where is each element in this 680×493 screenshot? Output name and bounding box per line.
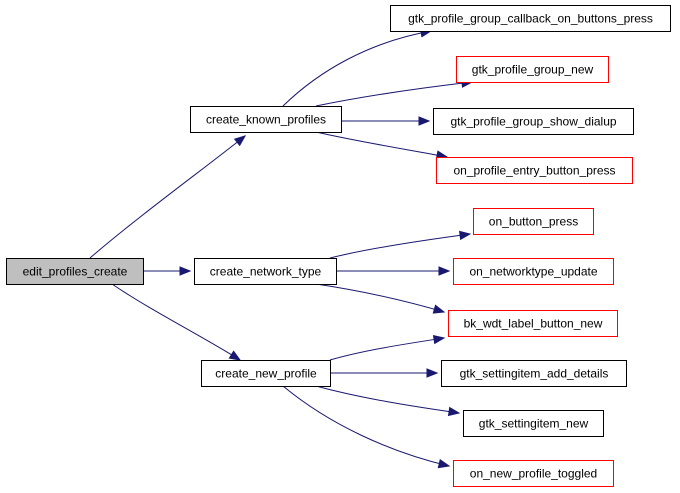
edge-create_known_profiles-to-gtk_profile_group_callback_on_buttons_press xyxy=(282,28,433,107)
node-box xyxy=(194,258,337,285)
edge-line xyxy=(315,131,448,158)
edge-arrowhead xyxy=(418,116,431,126)
edges-layer xyxy=(89,28,474,469)
node-box xyxy=(473,208,594,235)
node-box xyxy=(456,56,609,83)
node-label: create_network_type xyxy=(210,265,322,279)
node-box xyxy=(463,410,604,437)
edge-line xyxy=(282,385,450,467)
node-box xyxy=(441,360,627,387)
node-on_networktype_update[interactable]: on_networktype_update xyxy=(453,258,614,285)
node-label: on_button_press xyxy=(489,215,578,229)
node-label: create_new_profile xyxy=(215,367,317,381)
node-label: edit_profiles_create xyxy=(23,265,128,279)
node-label: gtk_settingitem_add_details xyxy=(460,367,609,381)
node-on_button_press[interactable]: on_button_press xyxy=(473,208,594,235)
edge-create_new_profile-to-gtk_settingitem_add_details xyxy=(330,368,439,378)
node-box xyxy=(433,108,634,135)
edge-create_new_profile-to-bk_wdt_label_button_new xyxy=(329,334,446,361)
node-bk_wdt_label_button_new[interactable]: bk_wdt_label_button_new xyxy=(448,310,618,337)
edge-line xyxy=(111,283,241,361)
edge-edit_profiles_create-to-create_known_profiles xyxy=(89,135,247,259)
node-label: on_profile_entry_button_press xyxy=(453,164,615,178)
edge-line xyxy=(315,385,460,414)
edge-arrowhead xyxy=(179,266,192,276)
node-gtk_profile_group_show_dialup[interactable]: gtk_profile_group_show_dialup xyxy=(433,108,634,135)
node-create_network_type[interactable]: create_network_type xyxy=(194,258,337,285)
node-label: gtk_profile_group_show_dialup xyxy=(450,115,616,129)
edge-arrowhead xyxy=(228,350,242,361)
edge-create_known_profiles-to-gtk_profile_group_show_dialup xyxy=(341,116,431,126)
node-edit_profiles_create[interactable]: edit_profiles_create xyxy=(6,258,144,285)
edge-line xyxy=(329,233,471,259)
edge-line xyxy=(89,135,246,259)
node-box xyxy=(390,5,671,32)
node-on_new_profile_toggled[interactable]: on_new_profile_toggled xyxy=(453,460,614,487)
node-box xyxy=(453,258,614,285)
node-box xyxy=(453,460,614,487)
edge-line xyxy=(315,81,473,107)
edge-edit_profiles_create-to-create_network_type xyxy=(143,266,192,276)
edge-create_known_profiles-to-on_profile_entry_button_press xyxy=(315,131,449,160)
edge-arrowhead xyxy=(426,368,439,378)
edge-edit_profiles_create-to-create_new_profile xyxy=(111,283,242,361)
edge-arrowhead xyxy=(438,266,451,276)
node-box xyxy=(448,310,618,337)
node-label: on_networktype_update xyxy=(469,265,597,279)
node-create_new_profile[interactable]: create_new_profile xyxy=(201,360,331,387)
edge-arrowhead xyxy=(233,135,247,147)
node-label: gtk_profile_group_callback_on_buttons_pr… xyxy=(408,12,653,26)
edge-create_network_type-to-bk_wdt_label_button_new xyxy=(315,283,446,314)
node-label: gtk_profile_group_new xyxy=(472,63,594,77)
node-gtk_profile_group_new[interactable]: gtk_profile_group_new xyxy=(456,56,609,83)
node-gtk_settingitem_add_details[interactable]: gtk_settingitem_add_details xyxy=(441,360,627,387)
nodes-layer: edit_profiles_create create_known_profile… xyxy=(6,5,671,487)
node-box xyxy=(190,106,342,133)
edge-create_known_profiles-to-gtk_profile_group_new xyxy=(315,78,474,107)
node-gtk_profile_group_callback_on_buttons_press[interactable]: gtk_profile_group_callback_on_buttons_pr… xyxy=(390,5,671,32)
edge-line xyxy=(282,30,432,107)
edge-create_new_profile-to-gtk_settingitem_new xyxy=(315,385,461,417)
node-box xyxy=(6,258,144,285)
node-create_known_profiles[interactable]: create_known_profiles xyxy=(190,106,342,133)
edge-arrowhead xyxy=(447,406,461,417)
node-box xyxy=(201,360,331,387)
edge-arrowhead xyxy=(459,230,472,241)
edge-line xyxy=(329,337,445,361)
node-on_profile_entry_button_press[interactable]: on_profile_entry_button_press xyxy=(436,157,633,184)
node-label: bk_wdt_label_button_new xyxy=(464,317,603,331)
edge-arrowhead xyxy=(437,458,451,469)
node-box xyxy=(436,157,633,184)
edge-arrowhead xyxy=(432,304,446,314)
node-label: on_new_profile_toggled xyxy=(470,467,597,481)
edge-create_network_type-to-on_networktype_update xyxy=(336,266,451,276)
edge-create_network_type-to-on_button_press xyxy=(329,230,472,259)
edge-line xyxy=(315,283,445,313)
node-label: create_known_profiles xyxy=(206,113,326,127)
node-gtk_settingitem_new[interactable]: gtk_settingitem_new xyxy=(463,410,604,437)
node-label: gtk_settingitem_new xyxy=(479,417,589,431)
edge-arrowhead xyxy=(432,334,446,345)
edge-create_new_profile-to-on_new_profile_toggled xyxy=(282,385,451,469)
